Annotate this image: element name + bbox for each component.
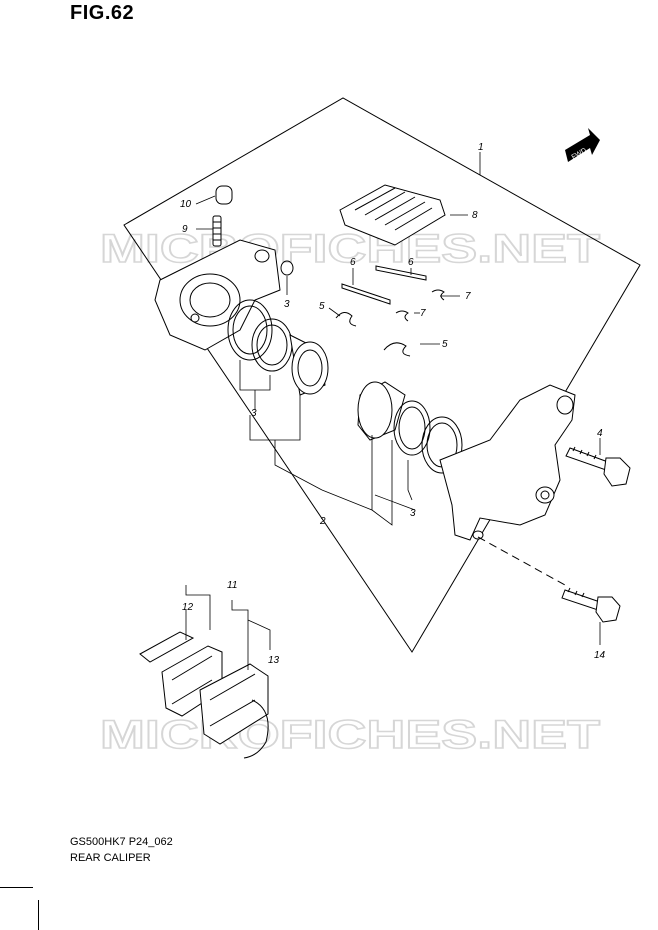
callout-9: 9 xyxy=(182,224,188,235)
piston-seal-set-left xyxy=(227,299,329,396)
figure-model-code: GS500HK7 P24_062 xyxy=(70,836,173,848)
fwd-arrow-icon: FWD xyxy=(565,128,600,162)
bleeder-screw-part xyxy=(212,215,222,247)
callout-3c: 3 xyxy=(410,508,416,519)
washer-part xyxy=(280,260,294,276)
bolt-axis-line xyxy=(477,536,566,586)
callout-5a: 5 xyxy=(319,301,325,312)
piston-seal-set-right xyxy=(357,381,463,474)
callout-6a: 6 xyxy=(350,257,356,268)
callout-13: 13 xyxy=(268,655,280,666)
callout-11: 11 xyxy=(227,580,237,591)
caliper-body-right-part xyxy=(439,384,576,541)
callout-3a: 3 xyxy=(284,299,290,310)
pin-clip-part xyxy=(335,289,445,357)
callout-6b: 6 xyxy=(408,257,414,268)
figure-title: FIG.62 xyxy=(70,2,135,24)
callout-3b: 3 xyxy=(251,408,257,419)
callout-10: 10 xyxy=(180,199,192,210)
watermark-top: MICROFICHES.NET xyxy=(100,227,600,271)
callout-labels: 1 2 3 3 3 4 5 5 6 6 7 7 8 9 10 11 12 13 … xyxy=(180,142,606,666)
brake-pad-set-part xyxy=(139,631,269,759)
leader-lines xyxy=(185,152,601,670)
callout-14: 14 xyxy=(594,650,606,661)
callout-4: 4 xyxy=(597,428,603,439)
callout-7b: 7 xyxy=(420,308,426,319)
callout-1: 1 xyxy=(478,142,484,153)
callout-5b: 5 xyxy=(442,339,448,350)
crop-mark-vertical xyxy=(38,900,39,930)
callout-12: 12 xyxy=(182,602,194,613)
pad-spring-part xyxy=(339,184,446,246)
caliper-pin-part xyxy=(341,265,427,305)
watermark-bottom: MICROFICHES.NET xyxy=(100,713,600,757)
bleeder-cap-part xyxy=(215,185,233,205)
mount-bolt-part xyxy=(561,587,621,623)
caliper-body-left-part xyxy=(154,239,281,351)
figure-name: REAR CALIPER xyxy=(70,852,151,864)
crop-mark-horizontal xyxy=(0,887,33,888)
caliper-bolt-part xyxy=(565,446,631,487)
callout-7a: 7 xyxy=(465,291,471,302)
callout-2: 2 xyxy=(319,516,326,527)
callout-8: 8 xyxy=(472,210,478,221)
assembly-outline xyxy=(123,97,641,653)
